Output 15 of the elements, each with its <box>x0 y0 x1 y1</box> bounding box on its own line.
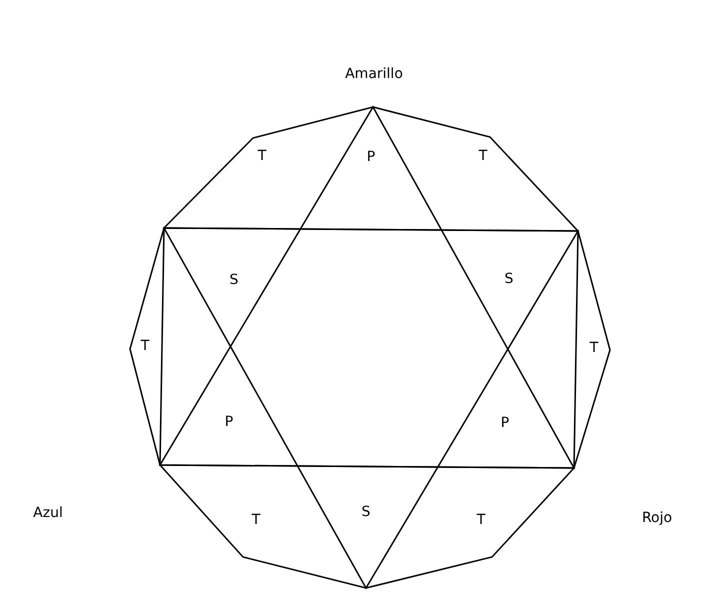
color-name: Amarillo <box>345 66 403 82</box>
region-letter: S <box>504 271 514 287</box>
region-letter: P <box>500 415 510 431</box>
color-name: Azul <box>33 505 63 521</box>
region-letter: P <box>366 149 376 165</box>
region-letter: T <box>590 340 598 356</box>
region-letter: T <box>478 148 488 164</box>
region-letter: T <box>476 512 486 528</box>
region-letter: T <box>140 338 150 354</box>
region-letter: S <box>230 272 238 288</box>
region-letter: T <box>258 148 266 164</box>
region-letter: P <box>224 414 234 430</box>
color-name: Rojo <box>642 510 672 526</box>
region-letter: S <box>362 504 370 520</box>
region-letter: T <box>252 512 260 528</box>
